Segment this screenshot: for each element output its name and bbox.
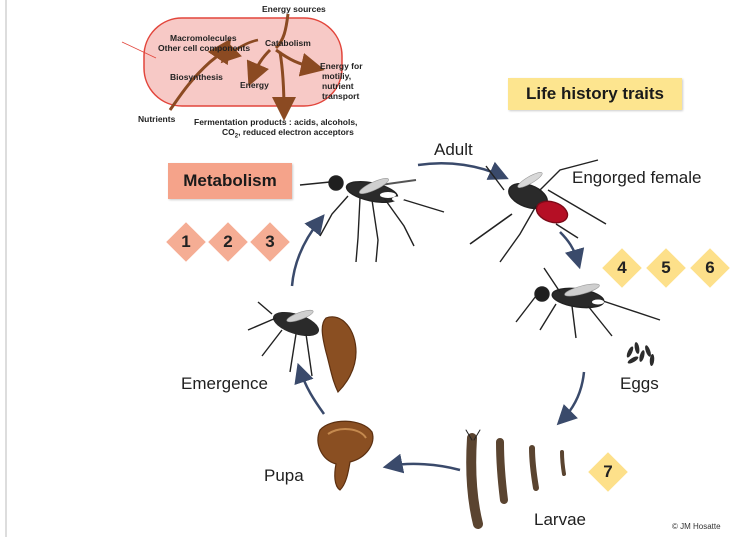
catabolism-to-energy-arrow	[246, 48, 272, 87]
stage-label-pupa: Pupa	[264, 466, 304, 485]
fermentation-line1: Fermentation products : acids, alcohols,	[194, 117, 358, 127]
metabolism-label: Metabolism	[183, 171, 277, 190]
cell-shape	[143, 17, 343, 107]
stage-label-adult: Adult	[434, 140, 473, 159]
energy-for-label: Energy for	[320, 61, 363, 71]
stage-label-larvae: Larvae	[534, 510, 586, 529]
nutrients-to-macromolecules-arrow	[168, 38, 231, 111]
diamond-number: 1	[181, 232, 191, 251]
energy-source-to-catabolism-arrow	[274, 13, 290, 50]
transport-label: transport	[322, 91, 360, 101]
diamond-number: 5	[661, 258, 671, 277]
eggs-cluster	[626, 342, 655, 366]
pupa-shape	[317, 420, 374, 491]
diamond-number: 2	[223, 232, 233, 251]
other-cell-components-label: Other cell components	[158, 43, 251, 53]
adult-to-engorged-arrow	[417, 161, 509, 180]
stage-label-engorged-female: Engorged female	[572, 168, 702, 187]
pupa-to-emergence-arrow	[294, 362, 326, 415]
larvae-to-pupa-arrow	[382, 453, 461, 474]
diamond-number: 3	[265, 232, 275, 251]
stage-label-eggs: Eggs	[620, 374, 659, 393]
catabolism-to-fermentation-arrow	[271, 51, 296, 121]
emergence-illustration	[247, 301, 357, 394]
energy-sources-label: Energy sources	[262, 4, 326, 14]
stage-label-emergence: Emergence	[181, 374, 268, 393]
biosynthesis-label: Biosynthesis	[170, 72, 223, 82]
gravid-mosquito	[515, 267, 661, 339]
diamond-number: 6	[705, 258, 715, 277]
metabolism-box: Metabolism	[168, 163, 292, 199]
emergence-to-adult-arrow	[290, 214, 325, 287]
nutrients-label: Nutrients	[138, 114, 176, 124]
life-history-traits-label: Life history traits	[526, 84, 664, 103]
adult-mosquito	[299, 175, 445, 263]
macromolecules-label: Macromolecules	[170, 33, 237, 43]
fermentation-line2: CO2, reduced electron acceptors	[222, 127, 354, 140]
catabolism-label: Catabolism	[265, 38, 311, 48]
engorged-female-mosquito	[469, 159, 607, 263]
photo-credit: © JM Hosatte	[672, 522, 721, 531]
nutrient-label: nutrient	[322, 81, 354, 91]
diamond-number: 4	[617, 258, 627, 277]
cell-pointer-line	[121, 41, 157, 59]
engorged-to-gravid-arrow	[559, 231, 585, 270]
eggs-to-larvae-arrow	[556, 371, 586, 426]
larvae-group	[465, 429, 566, 529]
life-history-traits-box: Life history traits	[508, 78, 682, 110]
motility-label: motiliy,	[322, 71, 352, 81]
diamond-number: 7	[603, 462, 613, 481]
energy-label: Energy	[240, 80, 269, 90]
